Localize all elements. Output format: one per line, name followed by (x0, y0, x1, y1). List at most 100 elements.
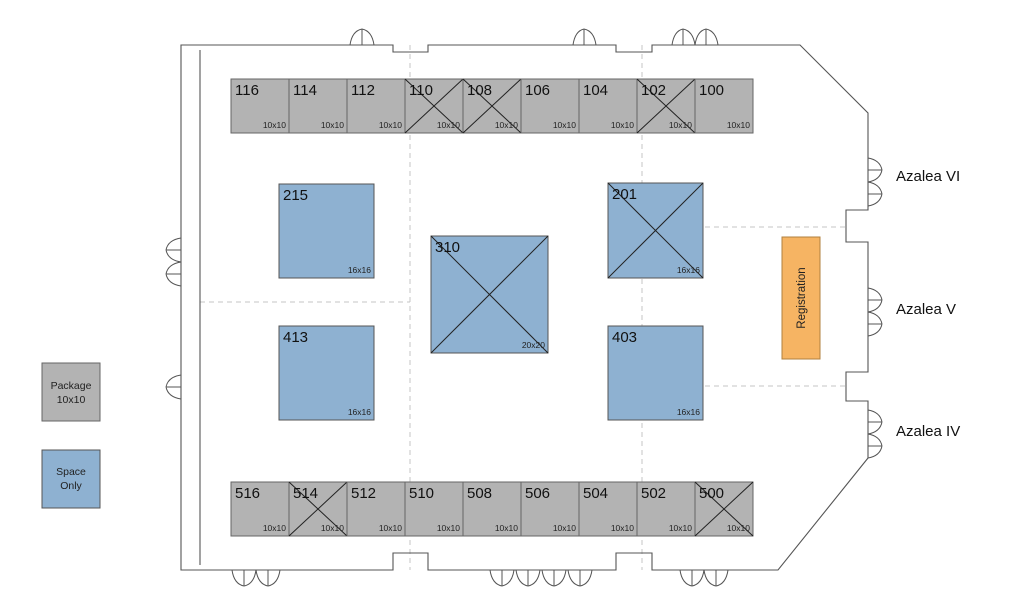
booth-number: 110 (409, 82, 433, 99)
booth-rect (578, 78, 638, 134)
booth-size: 10x10 (321, 523, 344, 533)
booth-rect (520, 481, 580, 537)
door (572, 28, 597, 46)
reserved-cross-line (404, 78, 464, 134)
booth-size: 10x10 (263, 523, 286, 533)
registration-desk: Registration (781, 236, 821, 360)
booth-size: 10x10 (379, 120, 402, 130)
door (165, 237, 182, 263)
reserved-cross-line (607, 182, 704, 279)
booth-rect (346, 78, 406, 134)
booth-110[interactable]: 110 10x10 (404, 78, 464, 134)
booth-number: 510 (409, 485, 434, 502)
booth-number: 201 (612, 186, 637, 203)
booth-number: 104 (583, 82, 608, 99)
door (567, 569, 593, 587)
booth-500[interactable]: 500 10x10 (694, 481, 754, 537)
booth-size: 16x16 (348, 407, 371, 417)
reserved-cross-line (462, 78, 522, 134)
booth-rect (230, 78, 290, 134)
booth-rect (278, 183, 375, 279)
booth-size: 16x16 (677, 407, 700, 417)
booth-number: 500 (699, 485, 724, 502)
booth-size: 10x10 (495, 523, 518, 533)
booth-number: 516 (235, 485, 260, 502)
booth-number: 413 (283, 329, 308, 346)
booth-size: 10x10 (553, 523, 576, 533)
booth-510[interactable]: 510 10x10 (404, 481, 464, 537)
booth-size: 10x10 (727, 523, 750, 533)
booth-116[interactable]: 116 10x10 (230, 78, 290, 134)
booth-506[interactable]: 506 10x10 (520, 481, 580, 537)
top-booth-row: 11610x1011410x1011210x1011010x1010810x10… (230, 78, 754, 134)
booth-number: 114 (293, 82, 317, 99)
door (867, 409, 883, 435)
reserved-cross-line (430, 235, 549, 354)
booth-size: 10x10 (495, 120, 518, 130)
booth-size: 10x10 (321, 120, 344, 130)
door (489, 569, 515, 587)
door (349, 28, 375, 46)
booth-rect (520, 78, 580, 134)
island-booth-201[interactable]: 201 16x16 (607, 182, 704, 279)
booth-size: 10x10 (669, 120, 692, 130)
booth-size: 10x10 (437, 523, 460, 533)
booth-114[interactable]: 114 10x10 (288, 78, 348, 134)
booth-size: 10x10 (553, 120, 576, 130)
booth-number: 506 (525, 485, 550, 502)
booth-number: 100 (699, 82, 724, 99)
legend: Package 10x10 Space Only (41, 362, 101, 509)
booth-number: 403 (612, 329, 637, 346)
booth-516[interactable]: 516 10x10 (230, 481, 290, 537)
booth-rect (278, 325, 375, 421)
door (679, 569, 705, 587)
booth-508[interactable]: 508 10x10 (462, 481, 522, 537)
booth-number: 106 (525, 82, 550, 99)
booth-number: 508 (467, 485, 492, 502)
booth-size: 16x16 (348, 265, 371, 275)
booth-size: 16x16 (677, 265, 700, 275)
legend-space-only-line1: Space (56, 466, 86, 478)
booth-number: 310 (435, 239, 460, 256)
door (671, 28, 696, 46)
booth-rect (636, 481, 696, 537)
door (867, 311, 883, 337)
door (541, 569, 567, 587)
booth-size: 10x10 (727, 120, 750, 130)
booth-100[interactable]: 100 10x10 (694, 78, 754, 134)
legend-package-line2: 10x10 (57, 394, 86, 406)
booth-size: 10x10 (263, 120, 286, 130)
door (165, 374, 182, 400)
booth-number: 116 (235, 82, 259, 99)
door (515, 569, 541, 587)
booth-112[interactable]: 112 10x10 (346, 78, 406, 134)
island-booth-403[interactable]: 403 16x16 (607, 325, 704, 421)
booth-size: 10x10 (669, 523, 692, 533)
door (867, 157, 883, 183)
door (867, 433, 883, 459)
booth-number: 502 (641, 485, 666, 502)
booth-size: 10x10 (437, 120, 460, 130)
booth-502[interactable]: 502 10x10 (636, 481, 696, 537)
booth-106[interactable]: 106 10x10 (520, 78, 580, 134)
door (703, 569, 729, 587)
door (694, 28, 719, 46)
reserved-cross-line (288, 481, 348, 537)
registration-label: Registration (796, 267, 808, 328)
reserved-cross-line (636, 78, 696, 134)
booth-rect (607, 325, 704, 421)
booth-number: 504 (583, 485, 608, 502)
booth-number: 112 (351, 82, 375, 99)
legend-package-swatch (41, 362, 101, 422)
island-booth-413[interactable]: 413 16x16 (278, 325, 375, 421)
